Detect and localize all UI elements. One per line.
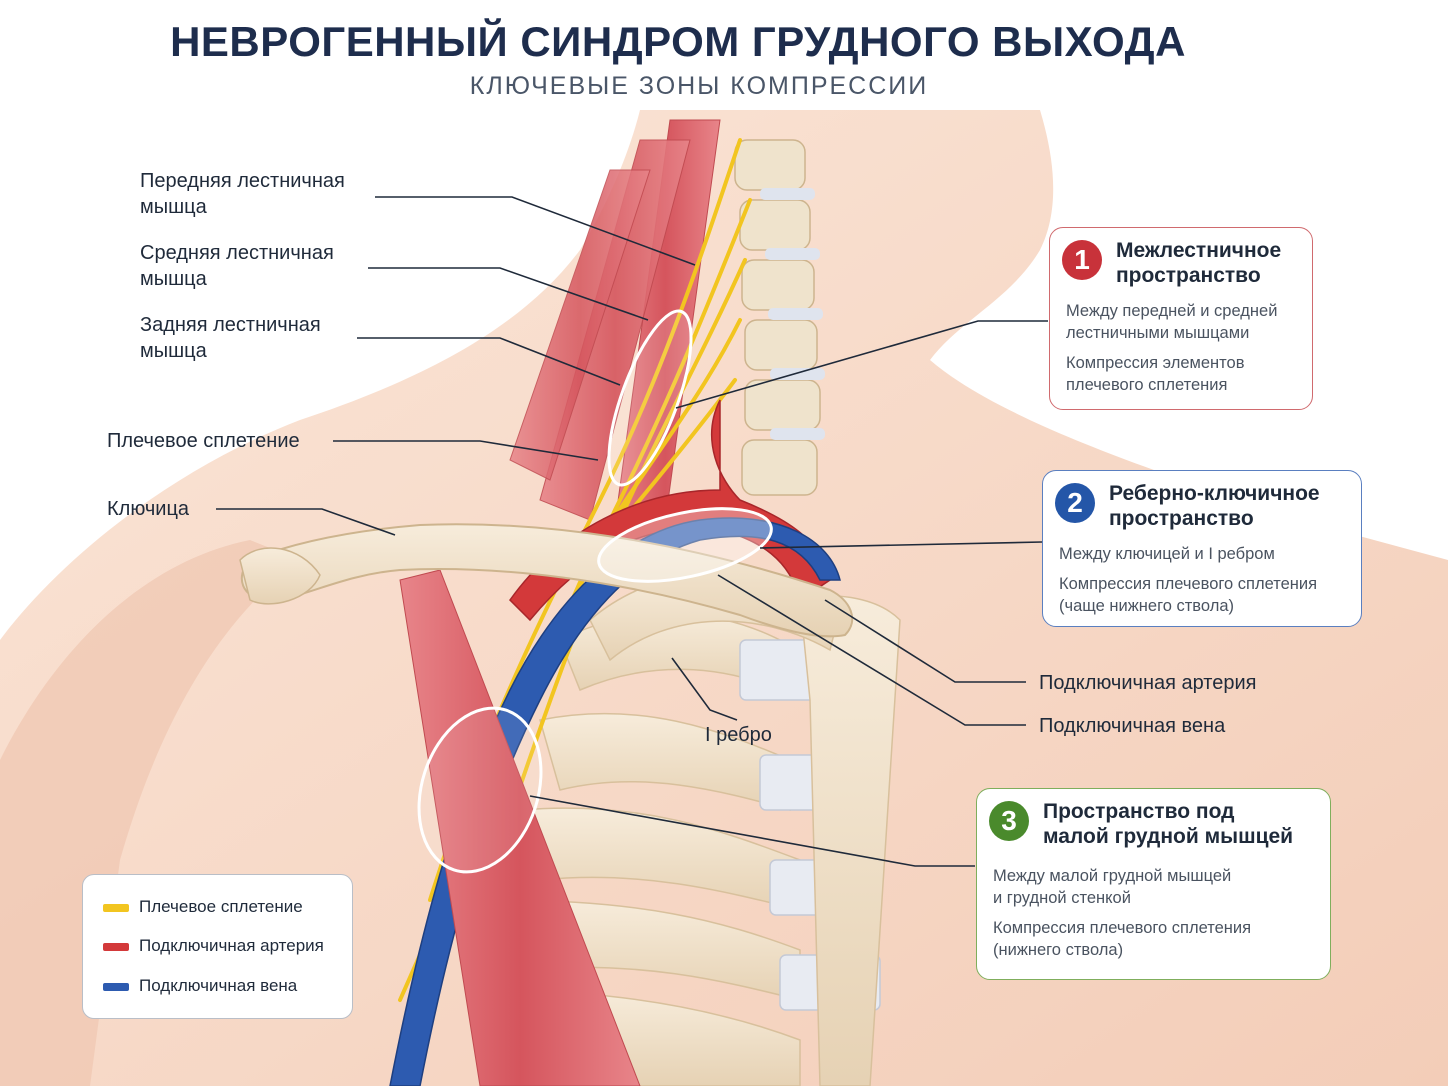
zone-2-location: Между ключицей и I ребром (1059, 545, 1275, 563)
label-clavicle: Ключица (107, 498, 190, 520)
zone-3-marker (417, 706, 543, 874)
legend-label: Подключичная вена (139, 976, 298, 995)
shoulder-shadow (0, 540, 300, 1086)
pectoralis-minor-muscle (399, 569, 641, 1086)
legend-swatch (103, 904, 129, 912)
leader-lines (216, 196, 1048, 867)
zone-2-number: 2 (1055, 483, 1095, 523)
page-subtitle: КЛЮЧЕВЫЕ ЗОНЫ КОМПРЕССИИ (469, 72, 929, 100)
cervical-spine (734, 139, 821, 496)
label-first-rib: I ребро (705, 724, 772, 746)
legend-label: Подключичная артерия (139, 936, 324, 955)
label-subclavian-artery: Подключичная артерия (1039, 672, 1257, 694)
legend-label: Плечевое сплетение (139, 897, 303, 916)
legend-swatch (103, 983, 129, 991)
zone-3-number: 3 (989, 801, 1029, 841)
zone-3-effect: Компрессия плечевого сплетения(нижнего с… (993, 919, 1252, 959)
legend-swatch (103, 943, 129, 951)
posterior-scalene-muscle (509, 169, 651, 481)
label-subclavian-vein: Подключичная вена (1039, 715, 1226, 737)
zone-2-marker (597, 507, 773, 583)
legend: Плечевое сплетение Подключичная артерия … (82, 874, 353, 1019)
zone-2-effect: Компрессия плечевого сплетения(чаще нижн… (1059, 575, 1318, 615)
acromion (239, 547, 321, 605)
page-title: НЕВРОГЕННЫЙ СИНДРОМ ГРУДНОГО ВЫХОДА (170, 18, 1186, 65)
label-brachial-plexus: Плечевое сплетение (107, 430, 300, 452)
zone-1-number: 1 (1062, 240, 1102, 280)
